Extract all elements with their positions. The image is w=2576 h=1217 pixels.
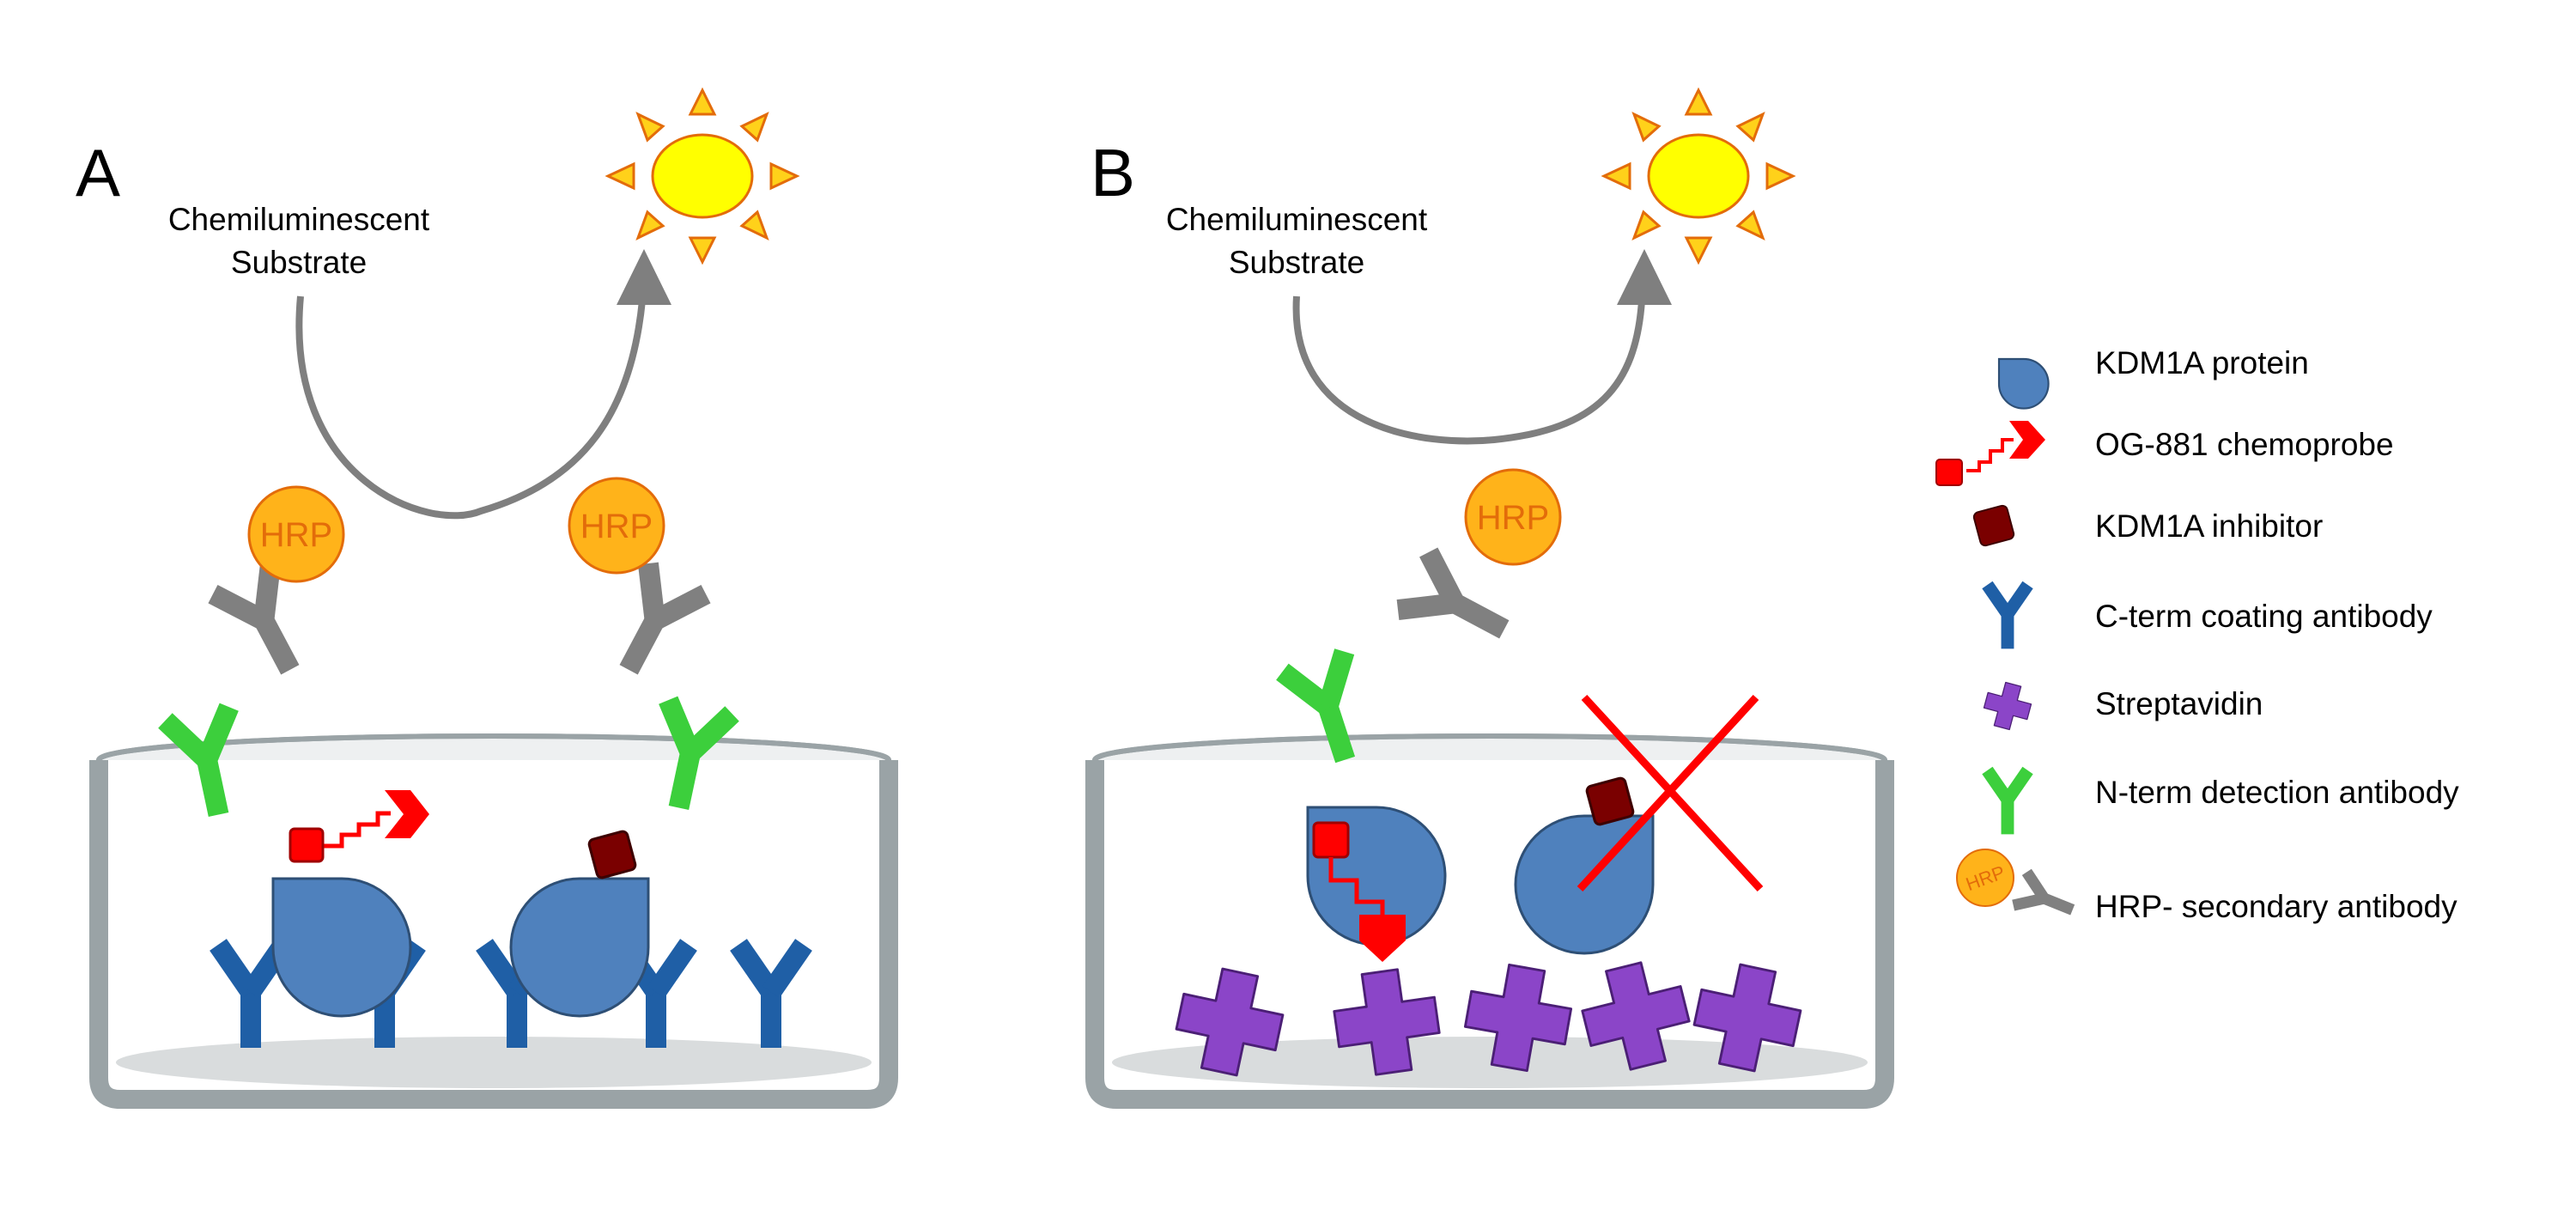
panel-b-cross-icon [1577, 694, 1764, 892]
legend-label-chemoprobe: OG-881 chemoprobe [2095, 427, 2394, 462]
legend-label-coating-antibody: C-term coating antibody [2095, 599, 2433, 634]
legend: HRP KDM1A protein OG-881 chemoprobe KDM1… [1935, 345, 2459, 927]
panel-b-substrate-line1: Chemiluminescent [1166, 202, 1428, 237]
inhibitor-icon [1972, 504, 2015, 547]
panel-a-reaction-arrow [295, 249, 671, 520]
streptavidin-icon [1979, 678, 2036, 734]
panel-b-inhibitor-icon [1585, 776, 1635, 826]
panel-a-hrp-right: HRP [568, 477, 665, 575]
legend-label-kdm1a-protein: KDM1A protein [2095, 345, 2309, 380]
panel-a-secondary-antibody-right [600, 563, 706, 685]
panel-b-chemoprobe [1312, 821, 1406, 962]
coating-antibody-icon [1987, 585, 2027, 648]
panel-a-hrp-left-label: HRP [260, 516, 332, 554]
legend-label-detection-antibody: N-term detection antibody [2095, 775, 2459, 810]
panel-b-reaction-arrow [1292, 249, 1672, 445]
legend-label-streptavidin: Streptavidin [2095, 686, 2263, 721]
panel-a-sun-icon [606, 88, 799, 264]
legend-label-inhibitor: KDM1A inhibitor [2095, 508, 2323, 544]
panel-b-letter: B [1091, 135, 1135, 210]
legend-label-hrp-secondary: HRP- secondary antibody [2095, 889, 2458, 924]
panel-a-letter: A [76, 135, 120, 210]
panel-a-chemoprobe [289, 790, 429, 863]
panel-b-hrp-label: HRP [1477, 499, 1549, 537]
panel-b-sun-icon [1602, 88, 1795, 264]
panel-a-protein-right [509, 877, 650, 1018]
detection-antibody-icon [1987, 770, 2027, 834]
panel-a-substrate-line2: Substrate [231, 245, 367, 280]
panel-b: B Chemiluminescent Substrate [1091, 88, 1885, 1099]
panel-a-hrp-right-label: HRP [580, 508, 653, 545]
chemoprobe-icon [1935, 421, 2045, 486]
panel-b-secondary-antibody [1398, 552, 1520, 658]
panel-a: A Chemiluminescent Substrate [76, 88, 889, 1099]
panel-a-hrp-left: HRP [247, 485, 345, 583]
panel-a-substrate-line1: Chemiluminescent [168, 202, 430, 237]
hrp-secondary-antibody-icon: HRP [1956, 849, 2080, 927]
panel-b-substrate-line2: Substrate [1229, 245, 1364, 280]
kdm1a-protein-icon [1997, 357, 2050, 410]
panel-b-hrp: HRP [1464, 468, 1562, 566]
panel-a-protein-left [271, 877, 412, 1018]
panel-a-inhibitor-icon [587, 830, 637, 879]
